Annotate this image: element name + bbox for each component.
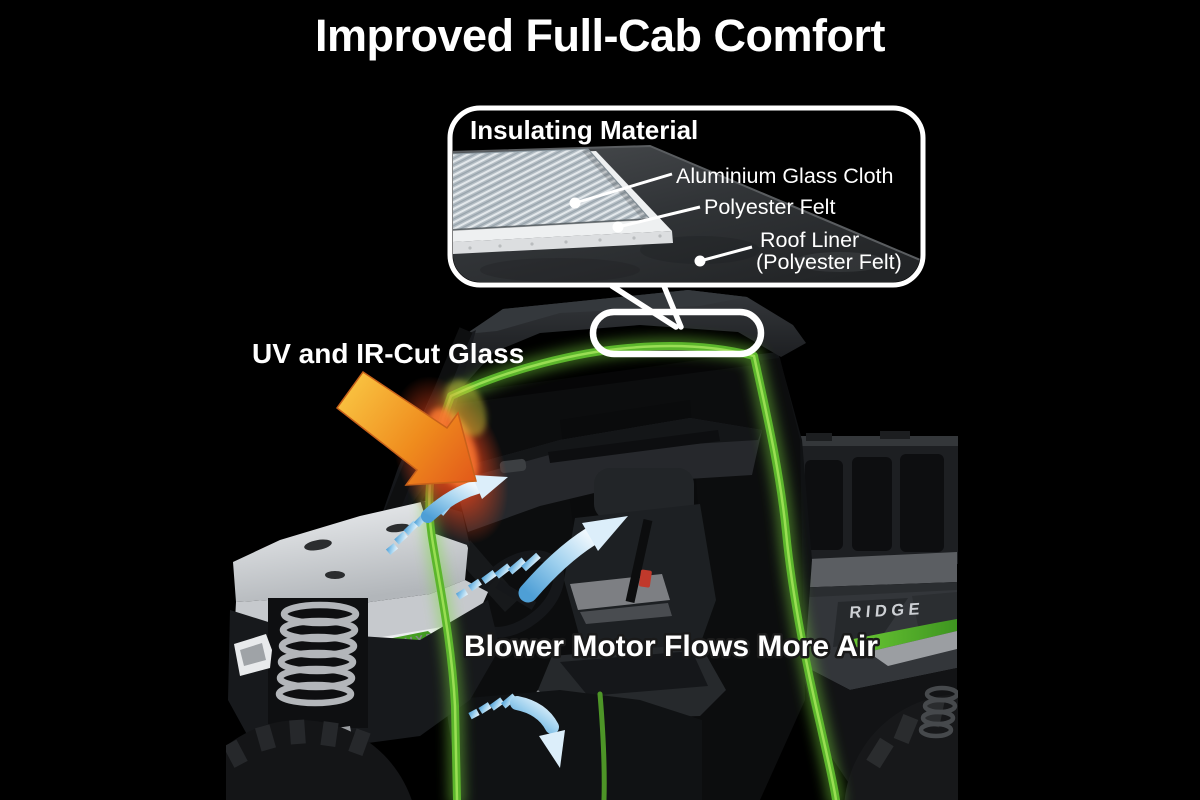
vehicle-illustration: RIDGE — [226, 290, 958, 800]
roof-panel — [443, 290, 806, 404]
label-roof-liner-line2: (Polyester Felt) — [756, 250, 902, 274]
rear-shock-coil — [918, 685, 958, 739]
driver-seat — [530, 468, 726, 724]
callout-leader-lines — [574, 172, 753, 263]
front-underbody — [226, 598, 500, 800]
airflow-graphics — [385, 475, 628, 768]
callout-heading: Insulating Material — [470, 115, 698, 145]
cab-interior — [428, 358, 805, 800]
bed-badge-ridge: RIDGE — [849, 599, 925, 622]
roof-highlight-ellipse — [589, 308, 765, 358]
label-roof-liner-line1: Roof Liner — [760, 228, 859, 252]
seat-belt-buckle — [639, 569, 652, 588]
airflow-arrow-upper — [421, 475, 508, 523]
bed-green-accent-stripe — [843, 619, 957, 652]
rear-wheel — [844, 685, 958, 800]
front-suspension-coil — [275, 601, 360, 707]
seat-belt — [625, 519, 653, 603]
page-title: Improved Full-Cab Comfort — [315, 10, 886, 61]
material-illustration — [453, 144, 920, 282]
airflow-arrow-floor — [510, 696, 565, 768]
cargo-bed: RIDGE — [788, 431, 958, 800]
callout-pointer — [609, 283, 684, 330]
vent-dashes-floor — [468, 693, 517, 720]
label-polyester-felt: Polyester Felt — [704, 195, 835, 219]
blower-label: Blower Motor Flows More Air — [464, 630, 878, 663]
insulating-material-callout: Insulating Material Aluminium Glass Clot… — [447, 105, 926, 358]
uv-glass-label: UV and IR-Cut Glass — [252, 338, 524, 369]
label-aluminium-glass-cloth: Aluminium Glass Cloth — [676, 164, 893, 188]
front-wheel — [226, 719, 412, 800]
callout-leader-dots — [569, 197, 706, 267]
airflow-arrow-center — [518, 516, 628, 603]
uv-sunlight-arrow — [335, 370, 477, 486]
vent-dashes-mid — [455, 552, 541, 600]
